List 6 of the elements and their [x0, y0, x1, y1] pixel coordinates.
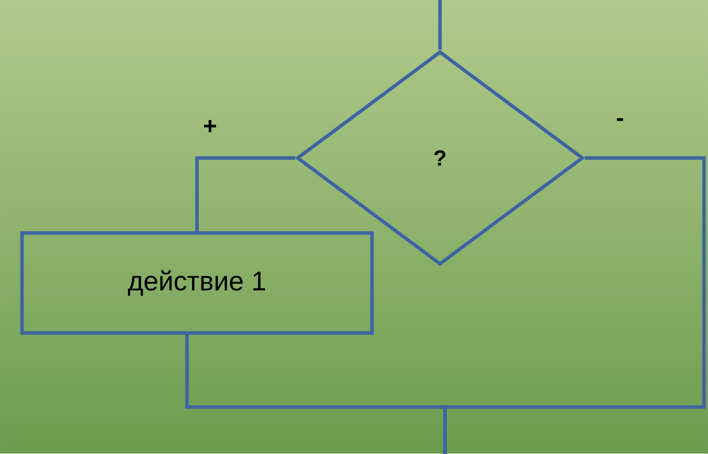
connector-line — [438, 0, 442, 50]
process-box: действие 1 — [20, 231, 374, 335]
edge-label: + — [204, 120, 216, 132]
connector-line — [185, 333, 447, 454]
edge-label: - — [616, 118, 624, 122]
connector-line — [195, 156, 296, 233]
